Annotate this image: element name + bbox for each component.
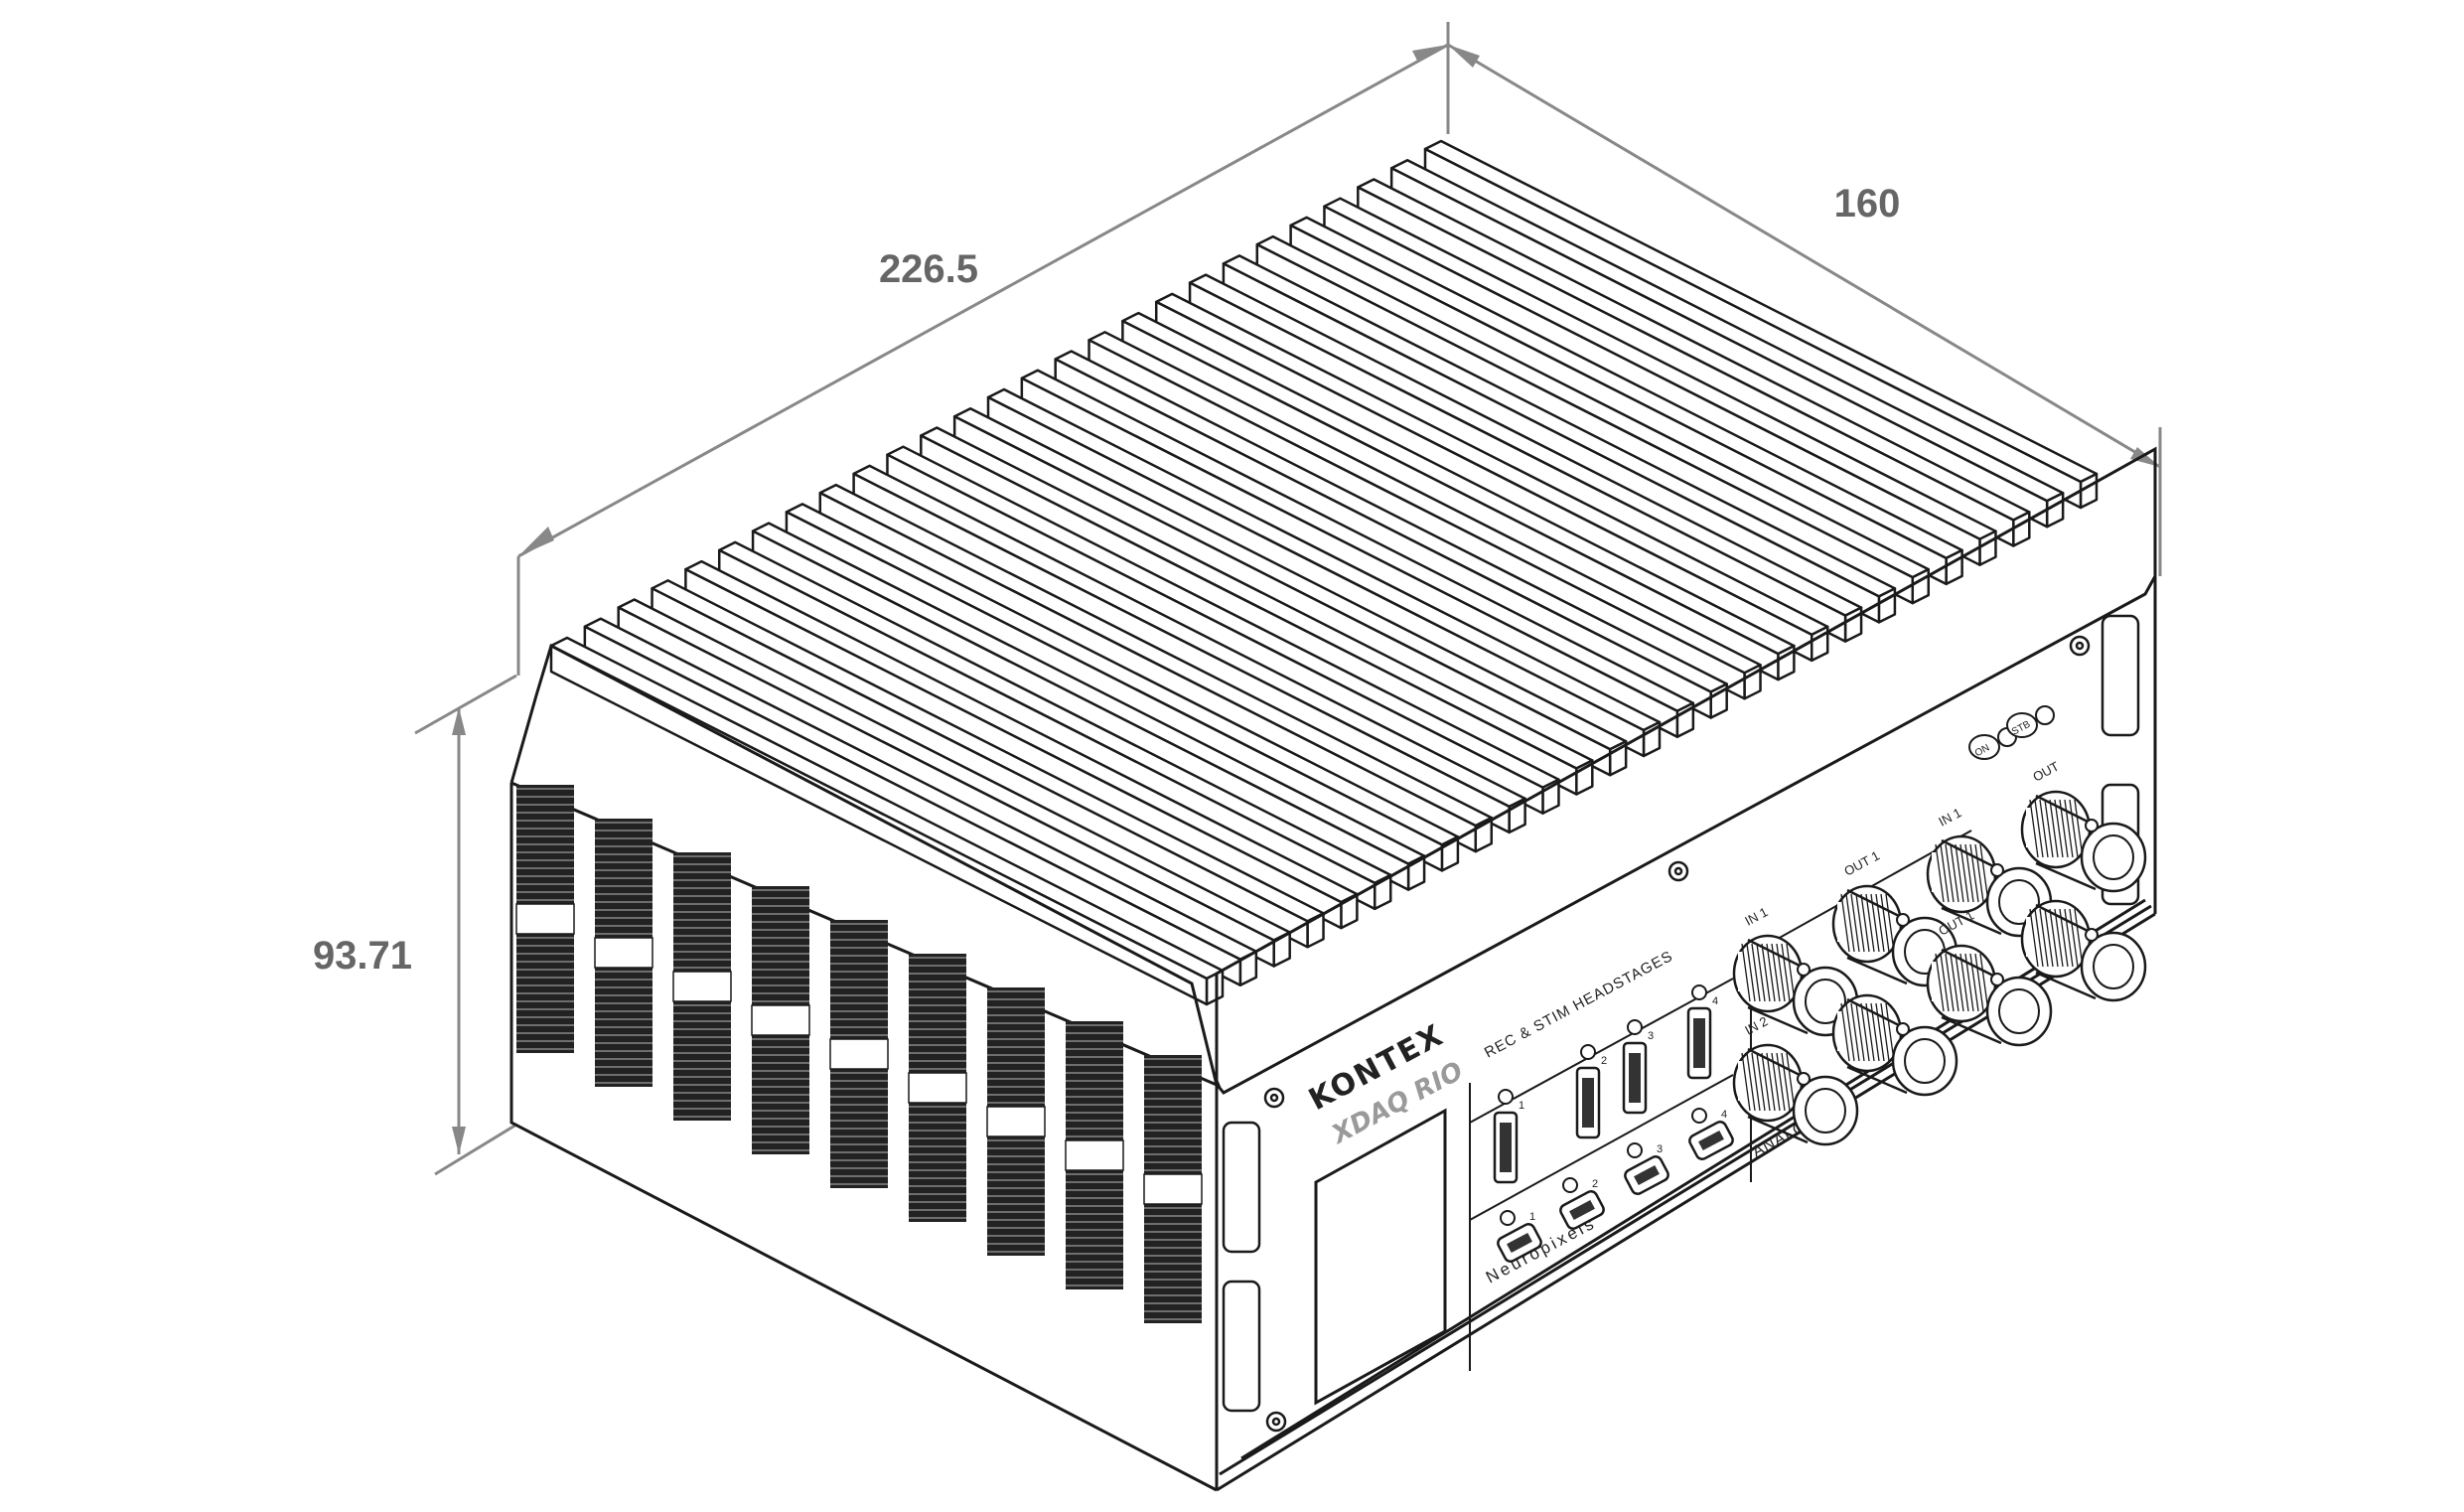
bnc-connectors[interactable]: IN 1 IN 2 OUT 1 IN 1 OUT 1 OUT	[1732, 758, 2147, 1146]
bnc-connector[interactable]	[1831, 993, 1958, 1097]
vent-block	[830, 920, 888, 1039]
vent-gap	[1143, 1173, 1203, 1205]
vent-block	[1144, 1055, 1202, 1174]
headstages-section-label: REC & STIM HEADSTAGES	[1482, 948, 1676, 1062]
depth-dimension-label: 160	[1834, 182, 1901, 226]
bnc-label: IN 1	[1742, 904, 1770, 928]
neuropixels-port[interactable]: 1	[1496, 1210, 1543, 1264]
port-number: 2	[1601, 1055, 1607, 1067]
rec-stim-port[interactable]: 4	[1686, 984, 1718, 1080]
vent-block	[752, 1035, 809, 1154]
screw-icon	[2069, 635, 2091, 657]
side-vents	[515, 785, 1203, 1323]
display-window	[1314, 1108, 1447, 1406]
bnc-label: IN 1	[1936, 805, 1963, 829]
neuropixels-port[interactable]: 4	[1687, 1108, 1735, 1161]
bnc-connector[interactable]	[2020, 899, 2147, 1002]
vent-block	[909, 954, 966, 1073]
port-number: 3	[1648, 1030, 1654, 1042]
port-number: 1	[1529, 1211, 1535, 1223]
vent-block	[830, 1069, 888, 1188]
screw-icon	[1667, 860, 1689, 882]
vent-block	[752, 886, 809, 1005]
vent-block	[516, 934, 574, 1053]
vent-gap	[672, 971, 732, 1002]
rec-stim-port[interactable]: 1	[1493, 1089, 1524, 1184]
vent-block	[909, 1103, 966, 1222]
vent-gap	[515, 903, 575, 935]
port-number: 4	[1721, 1109, 1727, 1121]
heatsink-fins	[549, 139, 2099, 1006]
neuropixels-port[interactable]: 3	[1623, 1142, 1670, 1196]
screw-icon	[1265, 1411, 1287, 1433]
vent-gap	[594, 937, 653, 969]
fin	[549, 636, 1225, 1006]
port-number: 4	[1712, 995, 1718, 1007]
on-led: ON	[1968, 727, 2017, 760]
dimension-lines	[414, 22, 2162, 1176]
vent-block	[673, 1001, 731, 1121]
rec-stim-port[interactable]: 2	[1575, 1044, 1607, 1139]
dimension-arrows	[452, 45, 2160, 1154]
headstage-ports[interactable]: 1 2 3 4 1 2 3 4	[1493, 984, 1735, 1264]
vent-block	[595, 819, 652, 938]
bnc-connector[interactable]: OUT 1	[1926, 908, 2053, 1047]
vent-block	[987, 987, 1045, 1107]
screw-icon	[1263, 1087, 1285, 1109]
stb-led: STB	[2006, 705, 2055, 738]
vent-block	[595, 968, 652, 1087]
vent-gap	[1065, 1139, 1124, 1171]
vent-block	[1066, 1021, 1123, 1140]
vent-block	[987, 1136, 1045, 1256]
neuropixels-port[interactable]: 2	[1558, 1177, 1606, 1231]
vent-gap	[908, 1072, 967, 1104]
width-dimension-label: 226.5	[879, 247, 978, 291]
port-number: 2	[1592, 1178, 1598, 1190]
bnc-connector[interactable]: IN 1	[1732, 904, 1859, 1037]
vent-block	[1066, 1170, 1123, 1289]
height-dimension-label: 93.71	[313, 934, 412, 978]
vent-block	[673, 852, 731, 972]
bnc-label: OUT 1	[1841, 848, 1882, 879]
vent-gap	[986, 1106, 1046, 1137]
bnc-connector[interactable]: IN 2	[1732, 1013, 1859, 1146]
port-number: 3	[1657, 1143, 1663, 1155]
bnc-label: IN 2	[1742, 1013, 1770, 1037]
vent-gap	[829, 1038, 889, 1070]
vent-gap	[751, 1004, 810, 1036]
rec-stim-port[interactable]: 3	[1622, 1019, 1654, 1115]
bnc-label: OUT	[2030, 758, 2061, 784]
vent-block	[1144, 1204, 1202, 1323]
port-number: 1	[1519, 1100, 1524, 1112]
vent-block	[516, 785, 574, 904]
bnc-connector[interactable]: OUT	[2020, 758, 2147, 893]
